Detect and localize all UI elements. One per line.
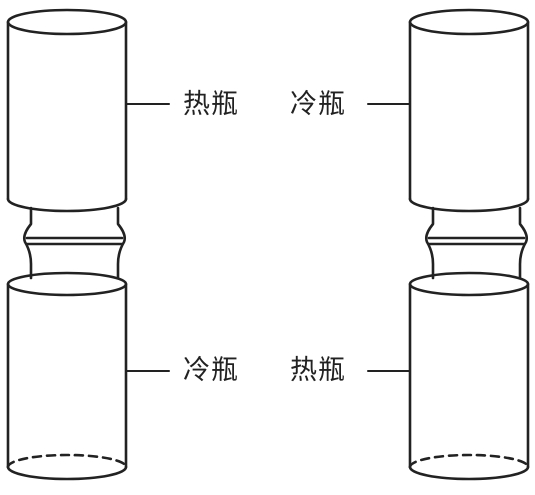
- label-right-top-cold-bottle: 冷瓶: [290, 89, 346, 120]
- left-top-bottle-top-rim: [6, 8, 128, 36]
- left-connector-left-side: [22, 206, 33, 280]
- right-top-bottle: [408, 8, 530, 213]
- right-connector-right-side: [518, 206, 529, 280]
- right-bottom-bottle-base-back-dashed: [408, 453, 530, 469]
- label-left-top-hot-bottle: 热瓶: [183, 89, 239, 120]
- right-bottom-bottle: [408, 271, 530, 481]
- label-right-bottom-hot-bottle: 热瓶: [290, 355, 346, 386]
- left-bottom-bottle-base-front: [6, 465, 128, 481]
- label-left-bottom-cold-bottle: 冷瓶: [183, 355, 239, 386]
- right-top-bottle-bottom-edge: [408, 197, 530, 213]
- right-bottom-bottle-top-rim: [408, 271, 530, 297]
- left-bottom-bottle: [6, 271, 128, 481]
- left-bottom-bottle-top-rim: [6, 271, 128, 297]
- left-connector-right-side: [116, 206, 127, 280]
- right-top-bottle-top-rim: [408, 8, 530, 36]
- right-connector-left-side: [424, 206, 435, 280]
- right-bottom-bottle-base-front: [408, 465, 530, 481]
- left-connector: [22, 206, 127, 280]
- left-top-bottle-bottom-edge: [6, 197, 128, 213]
- right-apparatus: [367, 8, 530, 481]
- right-connector: [424, 206, 529, 280]
- left-top-bottle: [6, 8, 128, 213]
- left-bottom-bottle-base-back-dashed: [6, 453, 128, 469]
- left-apparatus: [6, 8, 170, 481]
